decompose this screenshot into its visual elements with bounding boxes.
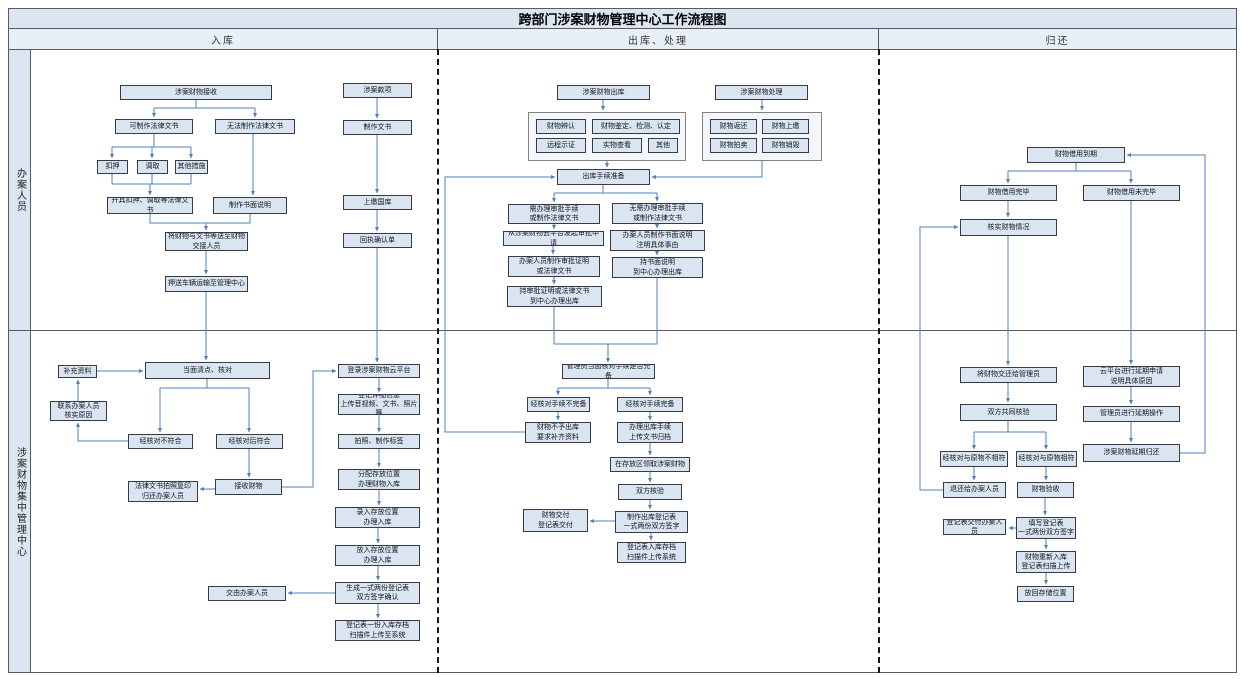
lane-label-case-handlers: 办案人员 (8, 49, 31, 331)
flow-node-b1b: 财物鉴定、检测、认定 (592, 119, 680, 134)
flow-node-f3b: 退还给办案人员 (943, 482, 1006, 498)
flow-node-d5: 办理出库手续 上传文书归档 (617, 422, 683, 443)
flow-node-b5: 办案人员制作审批证明 或法律文书 (508, 256, 600, 277)
flow-node-b9: 持书面说明 到中心办理出库 (612, 257, 703, 278)
flow-node-r2: 制作文书 (343, 120, 412, 135)
flow-node-a2: 可制作法律文书 (115, 119, 193, 134)
phase-divider-1 (437, 49, 439, 673)
flow-node-g6: 放入存放位置 办理入库 (335, 545, 420, 566)
flow-node-g4: 分配存放位置 办理财物入库 (338, 469, 420, 490)
flow-node-a6: 其他措施 (175, 160, 208, 174)
flow-node-f5: 云平台进行延期申请 说明具体原因 (1083, 366, 1180, 387)
phase-header-inbound: 入库 (8, 28, 438, 50)
flow-node-b8: 办案人员制作书面说明 注明具体事由 (610, 230, 705, 251)
flow-node-a3: 无法制作法律文书 (215, 119, 295, 134)
flow-node-a8: 制作书面说明 (213, 197, 287, 214)
flow-node-a7: 开具扣押、调取等法律文书 (107, 197, 193, 214)
flow-node-d1: 管理员当面核对手续是否完备 (562, 364, 655, 379)
flow-node-e1: 财物借用到期 (1027, 147, 1125, 163)
flow-node-b1: 涉案财物出库 (557, 85, 650, 100)
flow-node-f2: 双方共同核验 (960, 404, 1057, 421)
flow-node-c8: 交由办案人员 (208, 586, 286, 601)
flow-node-a5: 调取 (137, 160, 168, 174)
flow-node-g3: 拍照、制作标签 (338, 434, 420, 449)
flow-node-f11: 放回存储位置 (1017, 586, 1074, 602)
flow-node-b1e: 其他 (648, 138, 678, 153)
flow-node-c3: 联系办案人员 核实原因 (50, 401, 107, 421)
flow-node-b10b: 财物上缴 (762, 119, 809, 134)
flow-node-b1c: 远程示证 (536, 138, 586, 153)
flow-node-b3: 需办理审批手续 或制作法律文书 (508, 204, 600, 224)
flow-node-e2: 财物借用完毕 (960, 185, 1057, 201)
flow-node-c5: 经核对后符合 (216, 434, 283, 449)
flow-node-b1d: 实物查看 (592, 138, 642, 153)
flow-node-b7: 无需办理审批手续 或制作法律文书 (612, 203, 703, 224)
flow-node-b4: 从涉案财物云平台发起审批申请 (503, 231, 604, 246)
flow-node-b2: 出库手续准备 (557, 169, 650, 185)
flow-node-d3: 经核对手续完备 (617, 397, 683, 412)
flow-node-g2: 登记详细信息 上传音视频、文书、照片等 (338, 394, 420, 415)
diagram-title: 跨部门涉案财物管理中心工作流程图 (8, 8, 1237, 29)
flow-node-d4: 财物不予出库 要求补齐资料 (525, 422, 591, 443)
flow-node-e4: 核实财物情况 (960, 219, 1057, 236)
flow-node-f7: 涉案财物延期归还 (1083, 444, 1180, 462)
flow-node-g7: 生成一式两份登记表 双方签字确认 (335, 582, 420, 604)
flow-node-d10: 登记表入库存档 扫描件上传系统 (617, 542, 686, 563)
flow-node-a1: 涉案财物接收 (120, 85, 272, 100)
flow-node-d7: 双方核验 (618, 484, 682, 500)
flow-node-g1: 登录涉案财物云平台 (338, 364, 420, 378)
flow-node-f4: 经核对与原物相符 (1016, 451, 1077, 467)
flow-node-c4: 经核对不符合 (128, 434, 193, 449)
flow-node-b10d: 财物销毁 (762, 138, 809, 153)
flow-node-r3: 上缴国库 (343, 195, 412, 210)
flow-node-f9: 登记表交付办案人员 (943, 519, 1006, 535)
flow-node-d2: 经核对手续不完备 (527, 397, 590, 412)
flow-node-f8: 填写登记表 一式两份双方签字 (1016, 517, 1076, 539)
flow-node-b6: 持审批证明或法律文书 到中心办理出库 (507, 286, 602, 307)
flow-node-b1a: 财物辨认 (536, 119, 586, 134)
lane-divider (8, 330, 1237, 331)
flow-node-a9: 将财物与文书等送至财物 交接人员 (165, 232, 248, 251)
flow-node-c2: 当面清点、核对 (145, 362, 270, 379)
flow-node-d9: 制作出库登记表 一式两份双方签字 (615, 511, 688, 533)
flow-node-c6: 接收财物 (215, 479, 282, 495)
flow-node-b10a: 财物返还 (710, 119, 757, 134)
flow-node-b10c: 财物拍卖 (710, 138, 757, 153)
flow-node-f6: 管理员进行延期操作 (1083, 406, 1180, 422)
flow-node-r4: 回执确认单 (343, 233, 412, 248)
flow-node-g8: 登记表一份入库存档 扫描件上传至系统 (335, 620, 420, 641)
flow-node-f3: 经核对与原物不相符 (940, 451, 1008, 467)
phase-divider-2 (878, 49, 880, 673)
flow-node-d6: 在存放区领取涉案财物 (610, 457, 690, 472)
flow-node-g5: 录入存放位置 办理入库 (335, 507, 420, 528)
lane-label-management-center: 涉案财物集中管理中心 (8, 330, 31, 673)
flow-node-r1: 涉案款项 (343, 83, 412, 98)
flow-node-a10: 押送车辆运输至管理中心 (165, 276, 248, 292)
phase-header-return: 归还 (878, 28, 1237, 50)
flow-node-e3: 财物借用未完毕 (1083, 185, 1180, 201)
flow-node-f4b: 财物验收 (1017, 482, 1074, 498)
flow-node-c7: 法律文书拍照复印 归还办案人员 (128, 481, 198, 502)
flow-node-c1: 补充资料 (58, 365, 97, 378)
flow-node-f10: 财物重新入库 登记表扫描上传 (1016, 551, 1076, 573)
phase-header-outbound: 出库、处理 (437, 28, 879, 50)
flow-node-a4: 扣押 (97, 160, 128, 174)
flow-node-b10: 涉案财物处理 (715, 85, 808, 100)
flow-node-d8: 财物交付 登记表交付 (523, 509, 588, 532)
flow-node-f1: 将财物交还给管理员 (960, 367, 1057, 383)
